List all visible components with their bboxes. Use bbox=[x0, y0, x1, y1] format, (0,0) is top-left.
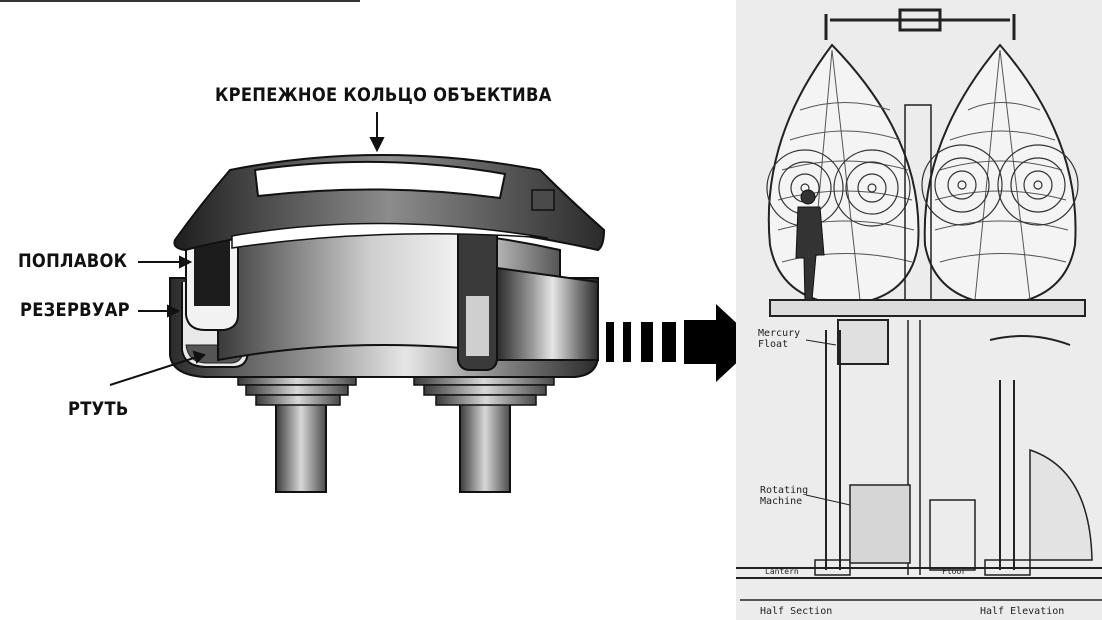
left-post bbox=[275, 399, 327, 493]
lantern-floor-left: Lantern bbox=[765, 567, 799, 576]
mercury-label: РТУТЬ bbox=[68, 398, 129, 420]
rotating-machine bbox=[849, 484, 911, 564]
float-hollow-right bbox=[466, 296, 489, 356]
right-post bbox=[459, 399, 511, 493]
bolt-block bbox=[531, 189, 555, 211]
mercury-float-caption-2: Float bbox=[758, 339, 789, 350]
float-hollow-left bbox=[194, 236, 230, 306]
half-elevation-caption: Half Elevation bbox=[980, 606, 1065, 617]
left-base bbox=[237, 374, 357, 406]
lantern-floor-right: Floor bbox=[942, 567, 967, 576]
float-assembly bbox=[169, 154, 606, 493]
ring-opening bbox=[253, 160, 507, 200]
mercury-float-caption-1: Mercury bbox=[758, 328, 801, 339]
right-base bbox=[413, 374, 555, 406]
lighthouse-drawing bbox=[736, 0, 1102, 620]
top-border-line bbox=[0, 0, 360, 2]
rotating-machine-caption-2: Machine bbox=[760, 496, 803, 507]
half-section-caption: Half Section bbox=[760, 606, 833, 617]
rotating-machine-caption-1: Rotating bbox=[760, 485, 809, 496]
float-label: ПОПЛАВОК bbox=[18, 250, 128, 272]
reservoir-label: РЕЗЕРВУАР bbox=[20, 299, 130, 321]
lens-ring-label: КРЕПЕЖНОЕ КОЛЬЦО ОБЪЕКТИВА bbox=[215, 84, 552, 106]
ring-inner-edge bbox=[231, 222, 549, 249]
connector-arrow bbox=[606, 304, 758, 382]
reservoir-right-block bbox=[496, 266, 599, 361]
pointer-arrows bbox=[109, 112, 385, 386]
